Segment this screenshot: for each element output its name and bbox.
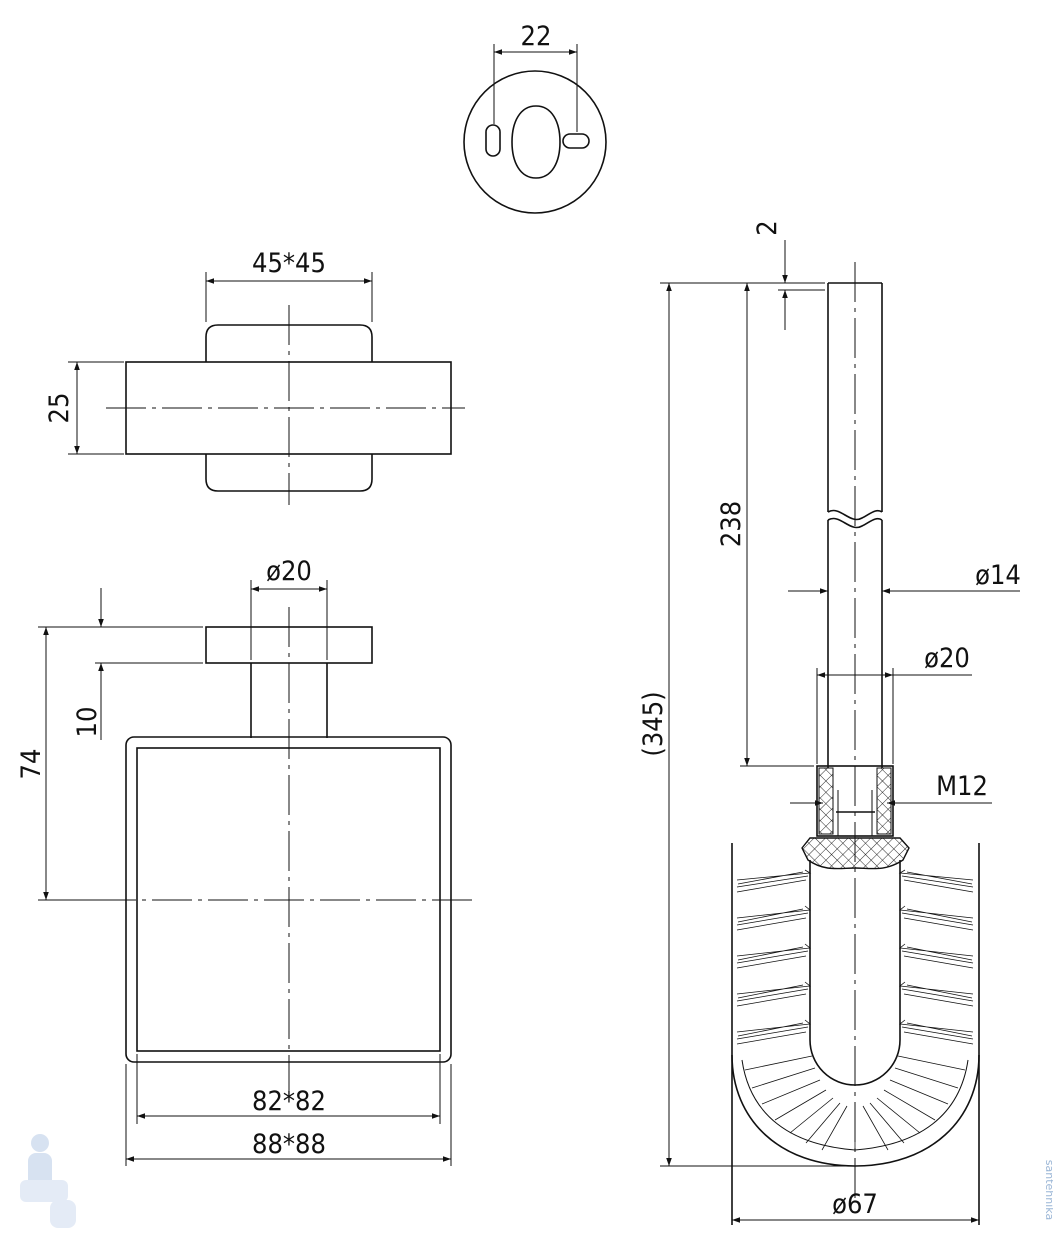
dim-handle-diameter: ø14 [975,560,1021,591]
dim-outer-size: 88*88 [252,1129,326,1160]
dim-head-diameter: ø67 [832,1189,878,1220]
holder-side-view: ø20 10 74 82*82 88*88 [16,556,478,1166]
dim-total-length: (345) [638,691,669,756]
watermark-text: santehnika [1043,1160,1053,1220]
dim-inner-size: 82*82 [252,1086,326,1117]
bristles-left [736,869,848,1151]
dim-base-size: 45*45 [252,248,326,279]
dim-thread: M12 [936,771,988,802]
plumber-logo [20,1134,76,1228]
dim-height: 25 [44,393,75,424]
dim-handle-length: 238 [716,501,747,547]
bristles-right [854,869,974,1152]
dim-top-gap: 2 [752,220,783,235]
holder-top-view: 45*45 25 [44,248,465,505]
mount-plate-view: 22 [463,21,607,214]
dim-cap-thickness: 10 [72,707,103,738]
brush-view: 2 238 (345) ø14 ø20 M12 ø67 [638,220,1021,1225]
dim-total-height: 74 [16,749,47,780]
dim-post-diameter: ø20 [266,556,312,587]
dim-collar-diameter: ø20 [924,643,970,674]
dim-slot-spacing: 22 [521,21,552,52]
